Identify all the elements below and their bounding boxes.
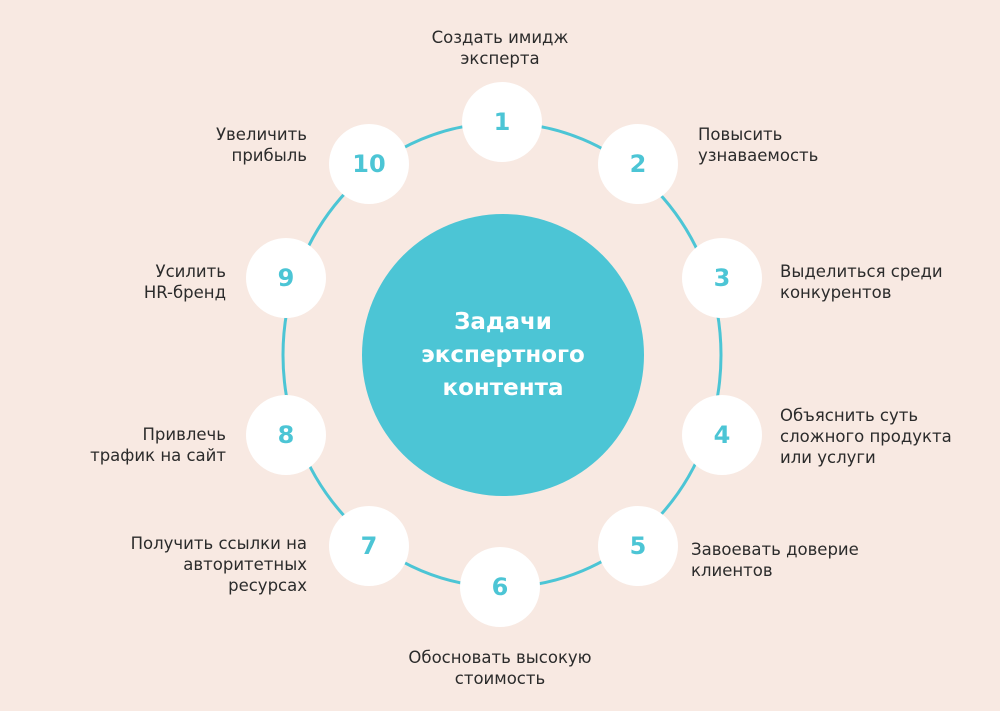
- node-2: 2: [598, 124, 678, 204]
- label-line: Создать имидж: [431, 28, 569, 47]
- label-2: Повысить узнаваемость: [698, 124, 818, 166]
- label-line: Увеличить: [215, 125, 307, 144]
- label-line: Выделиться среди: [780, 262, 943, 281]
- label-line: трафик на сайт: [90, 446, 226, 465]
- node-10: 10: [329, 124, 409, 204]
- label-line: Объяснить суть: [780, 406, 919, 425]
- node-1: 1: [462, 82, 542, 162]
- label-line: авторитетных: [183, 555, 307, 574]
- label-line: эксперта: [460, 49, 540, 68]
- center-title-line: экспертного: [421, 341, 585, 368]
- label-line: стоимость: [454, 669, 546, 688]
- node-6: 6: [460, 547, 540, 627]
- label-line: клиентов: [691, 561, 773, 580]
- label-7: Получить ссылки на авторитетных ресурсах: [131, 533, 307, 596]
- center-title-line: контента: [442, 374, 564, 401]
- label-line: ресурсах: [228, 576, 307, 595]
- label-line: узнаваемость: [698, 146, 819, 165]
- label-8: Привлечь трафик на сайт: [90, 424, 226, 466]
- label-line: Повысить: [698, 125, 783, 144]
- node-4: 4: [682, 395, 762, 475]
- label-6: Обосновать высокую стоимость: [370, 647, 630, 689]
- label-4: Объяснить суть сложного продукта или услуг…: [780, 405, 952, 468]
- label-1: Создать имидж эксперта: [400, 27, 600, 69]
- label-line: прибыль: [231, 146, 307, 165]
- label-line: Привлечь: [142, 425, 227, 444]
- label-line: HR-бренд: [143, 283, 226, 302]
- central-topic: Задачи экспертного контента: [362, 214, 644, 496]
- label-10: Увеличить прибыль: [216, 124, 307, 166]
- label-line: Обосновать высокую: [408, 648, 592, 667]
- label-3: Выделиться среди конкурентов: [780, 261, 943, 303]
- center-title-line: Задачи: [454, 308, 552, 335]
- label-line: Усилить: [155, 262, 226, 281]
- label-line: Завоевать доверие: [691, 540, 859, 559]
- label-line: сложного продукта: [780, 427, 952, 446]
- label-line: или услуги: [780, 448, 876, 467]
- node-3: 3: [682, 238, 762, 318]
- label-5: Завоевать доверие клиентов: [691, 539, 859, 581]
- node-5: 5: [598, 506, 678, 586]
- label-line: Получить ссылки на: [130, 534, 307, 553]
- node-9: 9: [246, 238, 326, 318]
- node-7: 7: [329, 506, 409, 586]
- label-line: конкурентов: [780, 283, 892, 302]
- node-8: 8: [246, 395, 326, 475]
